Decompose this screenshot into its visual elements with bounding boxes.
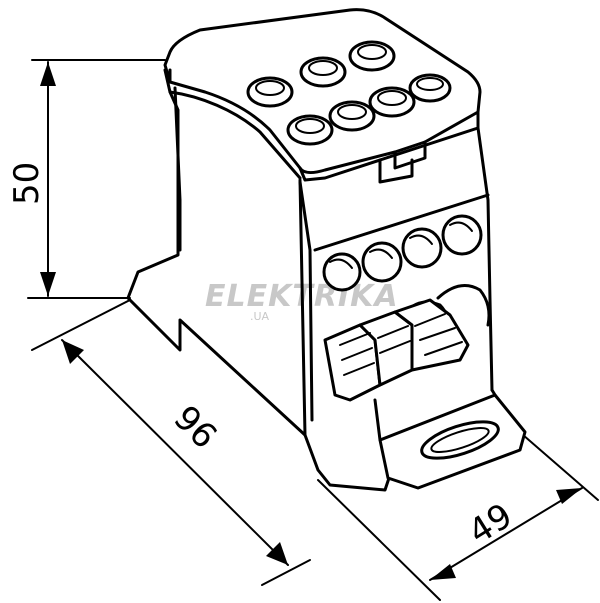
width-dimension-label: 49 xyxy=(462,496,520,553)
height-dimension xyxy=(27,59,166,299)
watermark-domain: .UA xyxy=(250,310,270,323)
clamp-blocks xyxy=(323,298,470,402)
top-cover xyxy=(163,8,482,184)
length-dimension-label: 96 xyxy=(166,398,225,457)
cover-holes xyxy=(246,40,452,146)
height-dimension-label: 50 xyxy=(7,162,47,205)
screw-terminals xyxy=(322,214,483,292)
front-face xyxy=(298,126,494,492)
mounting-foot xyxy=(373,388,527,490)
length-dimension xyxy=(31,299,311,586)
housing-side xyxy=(126,68,307,437)
